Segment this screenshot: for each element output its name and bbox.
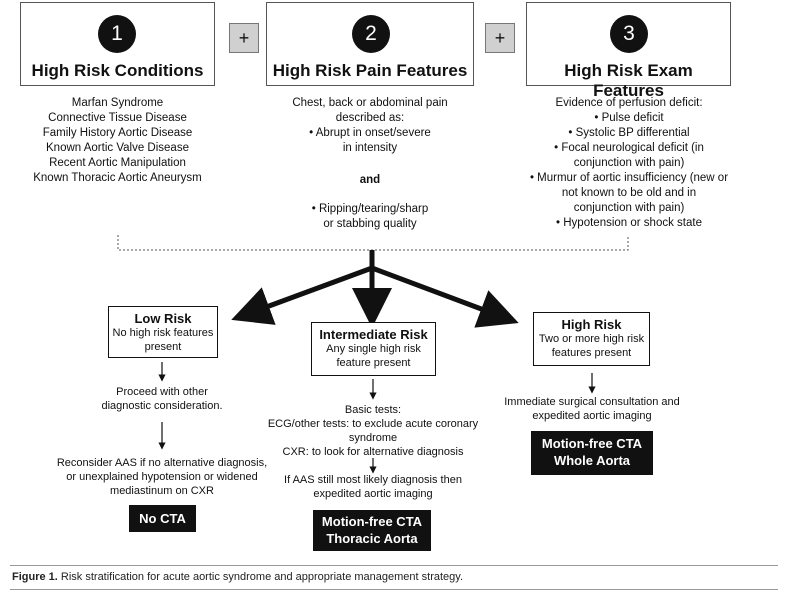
low-step1-line: Proceed with other [116, 386, 208, 398]
exam-intro: Evidence of perfusion deficit: [555, 97, 703, 109]
condition-item: Known Aortic Valve Disease [46, 142, 189, 154]
high-risk-box: High Risk Two or more high risk features… [533, 312, 650, 366]
low-step2-line: Reconsider AAS if no alternative diagnos… [56, 457, 268, 469]
intermediate-tests: Basic tests: ECG/other tests: to exclude… [263, 403, 483, 459]
low-step2-line: mediastinum on CXR [110, 485, 214, 497]
intermediate-risk-sub: Any single high risk [326, 343, 421, 355]
arrow-high [371, 265, 519, 328]
intermediate-risk-box: Intermediate Risk Any single high risk f… [311, 322, 436, 376]
pain-intro-line: Chest, back or abdominal pain [292, 97, 448, 109]
condition-item: Marfan Syndrome [71, 97, 164, 109]
condition-item: Connective Tissue Disease [48, 112, 187, 124]
header-box-3: 3 High Risk Exam Features [526, 2, 731, 100]
high-risk-title: High Risk [561, 317, 622, 332]
int-step2-line: If AAS still most likely diagnosis then [284, 474, 462, 486]
whole-aorta-cta-line: Whole Aorta [553, 453, 631, 468]
low-step2-line: or unexplained hypotension or widened [66, 471, 258, 483]
whole-aorta-cta-line: Motion-free CTA [541, 436, 643, 451]
step-number-1: 1 [98, 15, 136, 53]
plus-sign-1: + [229, 23, 259, 53]
low-risk-step1: Proceed with other diagnostic considerat… [62, 385, 262, 413]
int-test-line: syndrome [348, 432, 398, 444]
no-cta-result: No CTA [129, 505, 196, 532]
low-step1-line: diagnostic consideration. [101, 400, 223, 412]
low-risk-box: Low Risk No high risk features present [108, 306, 218, 358]
low-risk-sub: present [144, 341, 182, 353]
condition-item: Known Thoracic Aortic Aneurysm [33, 172, 202, 184]
figure-caption: Figure 1. Risk stratification for acute … [12, 571, 463, 583]
whole-aorta-cta-result: Motion-free CTA Whole Aorta [531, 431, 653, 475]
exam-item: conjunction with pain) [573, 157, 685, 169]
condition-item: Recent Aortic Manipulation [49, 157, 186, 169]
exam-item: • Pulse deficit [594, 112, 664, 124]
exam-item: • Murmur of aortic insufficiency (new or [529, 172, 729, 184]
intermediate-risk-sub: feature present [336, 357, 411, 369]
int-test-line: CXR: to look for alternative diagnosis [282, 446, 464, 458]
plus-sign-2: + [485, 23, 515, 53]
pain-bullet-1: • Abrupt in onset/severe [309, 127, 431, 139]
int-test-line: Basic tests: [344, 404, 402, 416]
exam-item: conjunction with pain) [573, 202, 685, 214]
high-risk-step1: Immediate surgical consultation and expe… [487, 395, 697, 423]
high-step1-line: expedited aortic imaging [532, 410, 652, 422]
pain-bullet-1-cont: in intensity [342, 142, 398, 154]
step-number-2: 2 [352, 15, 390, 53]
pain-bullet-2-cont: or stabbing quality [323, 218, 417, 230]
step-number-3: 3 [610, 15, 648, 53]
caption-label: Figure 1. [12, 571, 58, 583]
arrow-low [231, 265, 373, 325]
caption-bottom-rule [10, 589, 778, 590]
header-box-2: 2 High Risk Pain Features [266, 2, 474, 86]
intermediate-risk-title: Intermediate Risk [319, 327, 428, 342]
exam-item: • Hypotension or shock state [556, 217, 702, 229]
int-test-line: ECG/other tests: to exclude acute corona… [267, 418, 479, 430]
header-title-3: High Risk Exam Features [564, 61, 693, 100]
thoracic-cta-line: Thoracic Aorta [326, 531, 418, 546]
high-risk-sub: features present [551, 347, 632, 359]
low-risk-step2: Reconsider AAS if no alternative diagnos… [42, 456, 282, 498]
pain-bullet-2: • Ripping/tearing/sharp [311, 203, 429, 215]
condition-item: Family History Aortic Disease [42, 127, 193, 139]
dashed-bracket [117, 235, 629, 251]
pain-intro-line: described as: [335, 112, 405, 124]
high-risk-sub: Two or more high risk [538, 333, 645, 345]
and-connector: and [359, 174, 381, 186]
header-box-1: 1 High Risk Conditions [20, 2, 215, 86]
exam-item: • Focal neurological deficit (in [554, 142, 704, 154]
intermediate-step2: If AAS still most likely diagnosis then … [268, 473, 478, 501]
exam-item: • Systolic BP differential [568, 127, 690, 139]
low-risk-title: Low Risk [134, 311, 192, 326]
thoracic-cta-result: Motion-free CTA Thoracic Aorta [313, 510, 431, 551]
exam-item: not known to be old and in [561, 187, 697, 199]
caption-top-rule [10, 565, 778, 566]
int-step2-line: expedited aortic imaging [313, 488, 433, 500]
exam-features-text: Evidence of perfusion deficit: • Pulse d… [500, 96, 758, 231]
thoracic-cta-line: Motion-free CTA [321, 514, 423, 529]
header-title-1: High Risk Conditions [31, 61, 204, 80]
caption-text: Risk stratification for acute aortic syn… [57, 571, 464, 583]
header-title-2: High Risk Pain Features [272, 61, 468, 80]
high-risk-conditions-list: Marfan Syndrome Connective Tissue Diseas… [20, 96, 215, 186]
high-step1-line: Immediate surgical consultation and [504, 396, 680, 408]
pain-features-text: Chest, back or abdominal pain described … [270, 96, 470, 232]
low-risk-sub: No high risk features [112, 327, 214, 339]
